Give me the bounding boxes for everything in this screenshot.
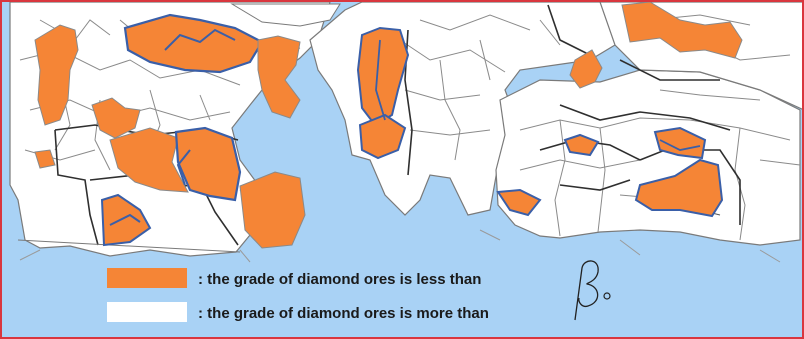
legend-label-high: : the grade of diamond ores is more than [198,305,489,322]
legend-label-low: : the grade of diamond ores is less than [198,271,481,288]
legend-swatch-white [107,302,187,322]
low-grade-regions-central [356,26,410,160]
low-grade-regions-west [34,13,306,249]
low-grade-regions-east [496,1,743,218]
map-legend: : the grade of diamond ores is less than… [107,260,611,322]
legend-swatch-orange [107,268,187,288]
beta-symbol [574,260,611,321]
